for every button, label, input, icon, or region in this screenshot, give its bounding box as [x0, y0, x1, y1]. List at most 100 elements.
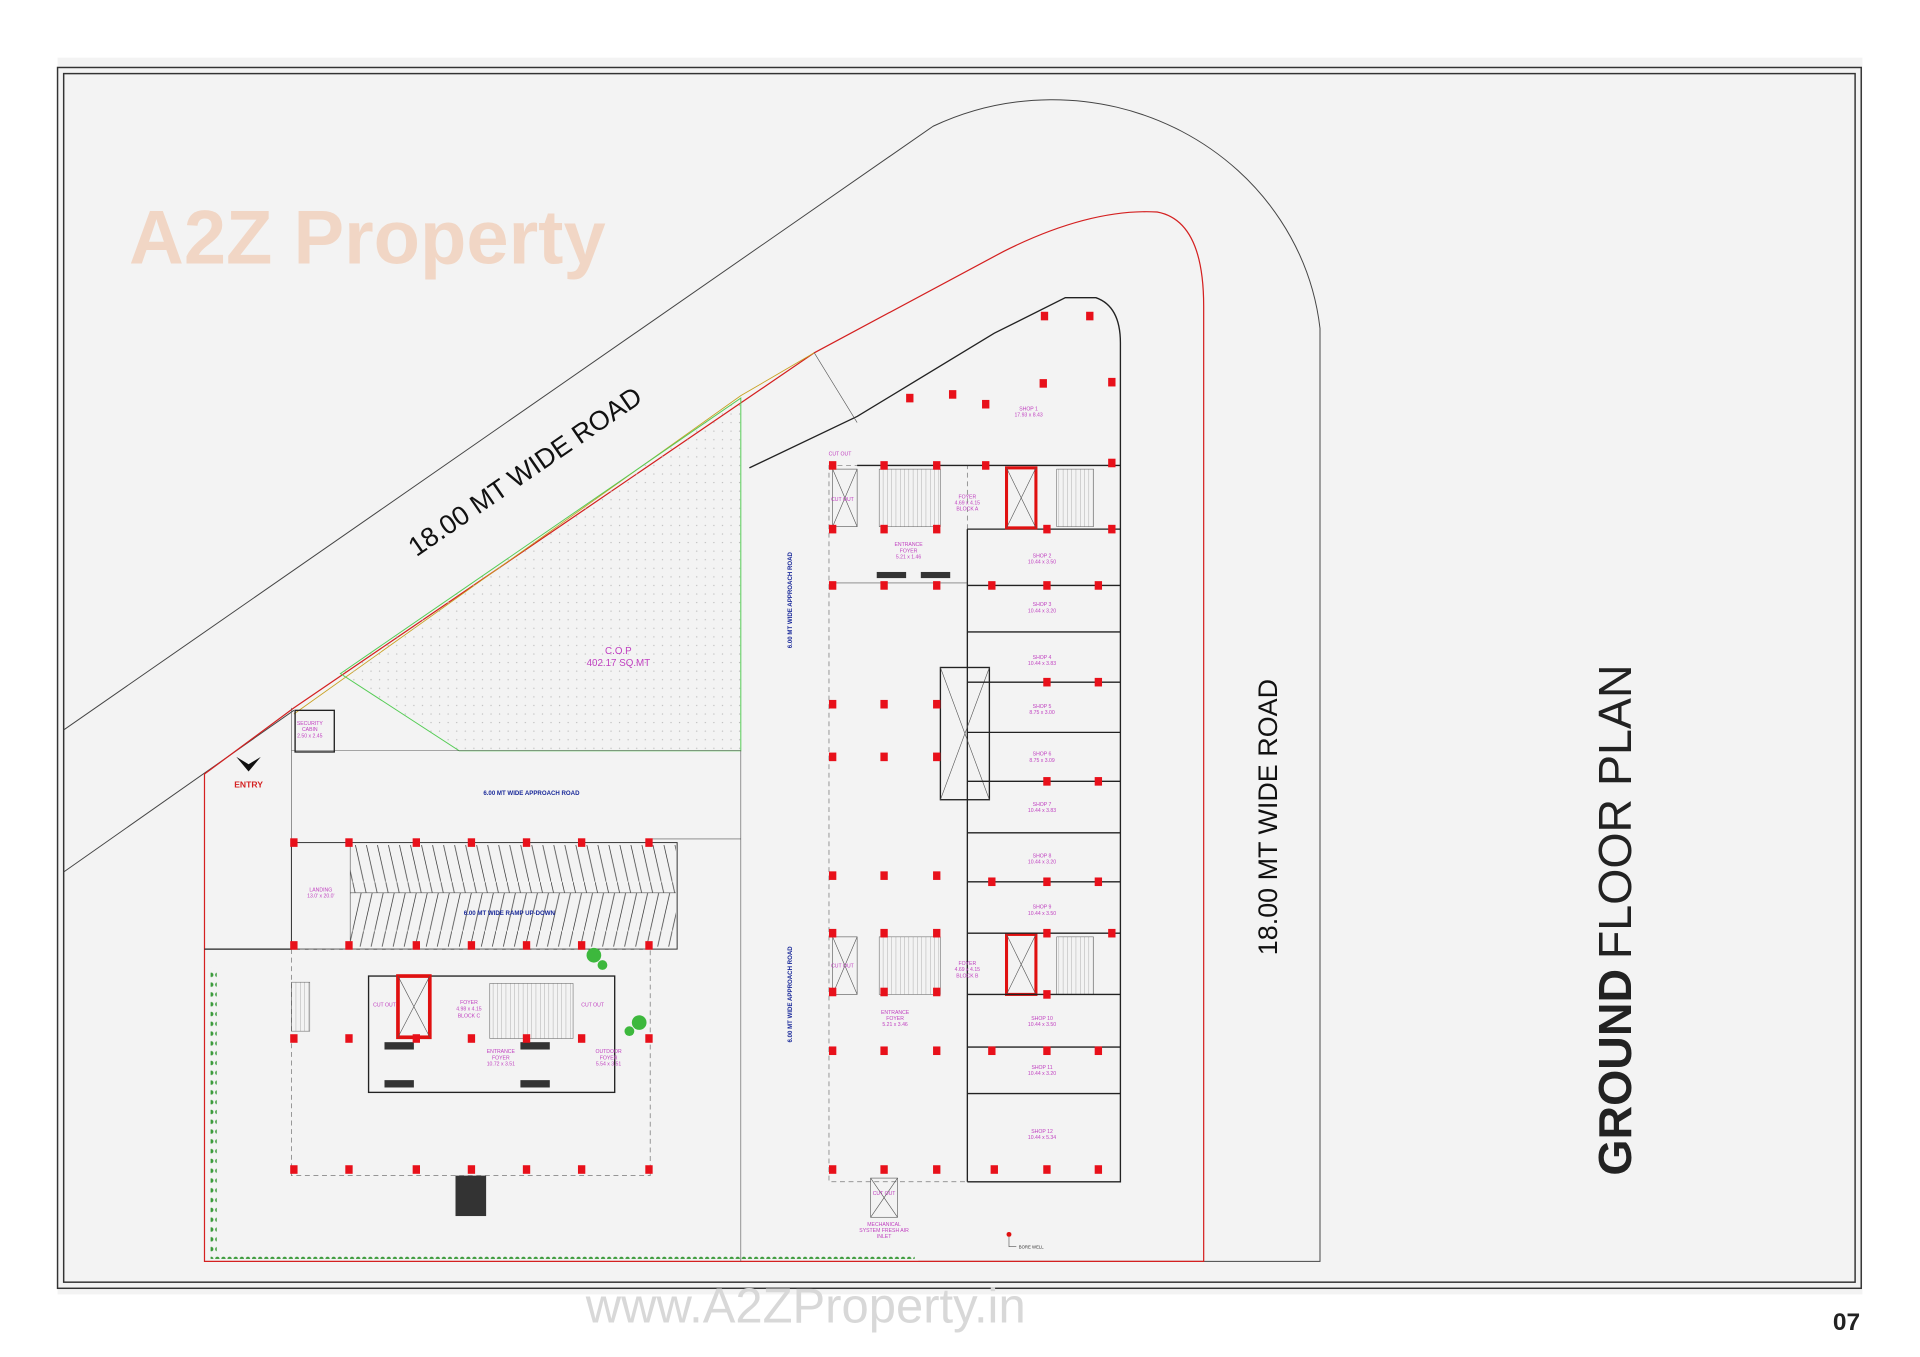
column [933, 752, 941, 762]
column [467, 838, 476, 847]
shop-name: SHOP 2 [1033, 553, 1052, 559]
column [933, 699, 941, 709]
mechanical-line1: MECHANICAL [867, 1222, 901, 1228]
column [412, 941, 420, 950]
bore-well-icon [1006, 1231, 1012, 1237]
column [522, 1034, 531, 1043]
column [982, 399, 990, 409]
shop-size: 8.75 x 3.00 [1029, 710, 1055, 716]
column [880, 752, 888, 762]
entrance-b-name2: FOYER [886, 1016, 904, 1022]
column [880, 524, 888, 534]
shop-size: 10.44 x 5.34 [1028, 1135, 1056, 1141]
security-size: 2.50 x 2.45 [297, 733, 323, 739]
shop-size: 10.44 x 3.20 [1028, 1071, 1056, 1077]
column [933, 987, 941, 997]
column [522, 941, 531, 950]
cop-name: C.O.P [605, 646, 632, 657]
column [467, 1034, 476, 1043]
entrance-a-name2: FOYER [900, 548, 918, 554]
cut-out-label: CUT OUT [373, 1003, 397, 1009]
outer-frame [56, 66, 1862, 1290]
entrance-a-size: 5.21 x 1.46 [896, 555, 922, 561]
foyer-b-block: BLOCK B [956, 973, 979, 979]
column [880, 871, 888, 880]
column [880, 928, 888, 938]
column [880, 1046, 888, 1056]
column [290, 1165, 298, 1174]
landing-label: LANDING [309, 888, 332, 894]
shop-size: 17.93 x 8.43 [1014, 412, 1042, 418]
column [467, 1165, 476, 1174]
security-label: SECURITY [297, 721, 323, 727]
building-ab-outline [749, 297, 1122, 1183]
column [1043, 524, 1051, 534]
block-c-core [367, 975, 616, 1094]
column [1094, 677, 1103, 687]
column [988, 1046, 996, 1056]
right-road-label: 18.00 MT WIDE ROAD [1253, 679, 1283, 955]
cut-out-label: CUT OUT [831, 963, 855, 969]
column [1094, 777, 1103, 786]
hedge-side [210, 967, 217, 1252]
column [933, 461, 941, 470]
column [412, 1034, 420, 1043]
approach-road-vertical-top: 6.00 MT WIDE APPROACH ROAD [787, 551, 794, 648]
column [1108, 524, 1116, 534]
shop-size: 10.44 x 3.20 [1028, 859, 1056, 865]
column [577, 941, 586, 950]
foyer-a-size: 4.69 x 4.15 [955, 501, 981, 507]
watermark-logo: A2Z Property [129, 195, 606, 280]
foyer-b-size: 4.69 x 4.15 [955, 967, 981, 973]
foyer-b-name: FOYER [959, 961, 977, 967]
column [1043, 677, 1051, 687]
cut-out-duct [455, 1175, 487, 1217]
column [1086, 311, 1094, 321]
shop-name: SHOP 9 [1033, 905, 1052, 911]
column [906, 393, 914, 403]
shop-size: 10.44 x 3.83 [1028, 808, 1056, 814]
column [933, 524, 941, 534]
column [645, 941, 653, 950]
mechanical-line2: SYSTEM FRESH AIR [859, 1228, 909, 1234]
column [1043, 777, 1051, 786]
column [577, 1165, 586, 1174]
shop-size: 10.44 x 3.50 [1028, 1022, 1056, 1028]
column [1094, 581, 1103, 590]
landing-size: 13.0' x 20.0' [307, 894, 334, 900]
column [290, 941, 298, 950]
column [645, 838, 653, 847]
column [828, 1046, 837, 1056]
column [880, 987, 888, 997]
entrance-b-name: ENTRANCE [881, 1010, 910, 1016]
column [828, 461, 837, 470]
watermark-url: www.A2ZProperty.in [585, 1280, 1026, 1334]
cut-out-label: CUT OUT [873, 1191, 897, 1197]
road-edge-outer [63, 99, 1321, 1262]
column [828, 871, 837, 880]
column [345, 1165, 353, 1174]
column [1043, 990, 1051, 999]
column [290, 838, 298, 847]
column [645, 1034, 653, 1043]
column [1039, 379, 1047, 388]
tree-icons [586, 947, 647, 1037]
column [412, 838, 420, 847]
column [988, 581, 996, 590]
road-edge-inner [63, 709, 295, 873]
ramp-label: 6.00 MT WIDE RAMP UP-DOWN [464, 910, 555, 917]
shop-size: 10.44 x 3.20 [1028, 608, 1056, 614]
column [933, 581, 941, 590]
shop-size: 10.44 x 3.50 [1028, 559, 1056, 565]
column [522, 838, 531, 847]
bore-well-label: BORE WELL [1019, 1244, 1045, 1249]
bench-icons [384, 1042, 550, 1088]
entrance-a-name: ENTRANCE [894, 542, 923, 548]
column [933, 1165, 941, 1174]
column [880, 1165, 888, 1174]
entry-arrow-icon [236, 756, 261, 772]
security-cabin [294, 709, 335, 753]
shop-name: SHOP 1 [1019, 406, 1038, 412]
column [577, 838, 586, 847]
mechanical-line3: INLET [877, 1234, 892, 1240]
